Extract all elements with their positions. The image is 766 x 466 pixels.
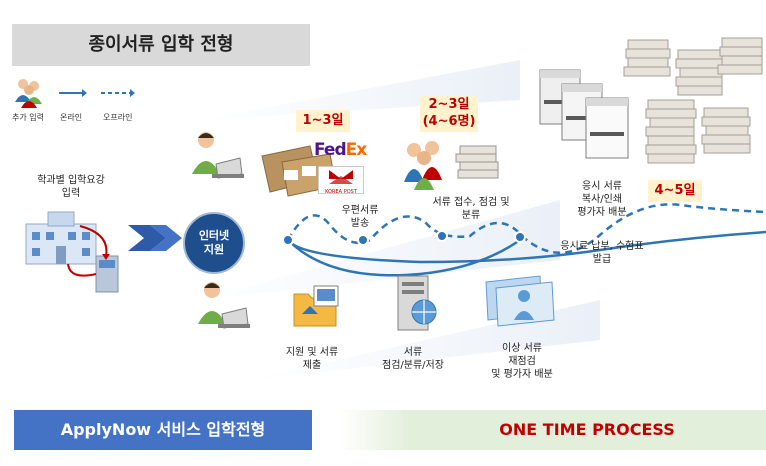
envelopes-icon <box>261 145 337 197</box>
flow-node-2 <box>357 234 369 246</box>
copy-distribute-label: 응시 서류 복사/인쇄 평가자 배분 <box>577 181 627 218</box>
dept-input-label: 학과별 입학요강 입력 <box>37 175 105 199</box>
postal-send-label: 우편서류 발송 <box>341 205 379 229</box>
anomaly-review-label: 이상 서류 재점검 및 평가자 배분 <box>491 343 553 380</box>
flow-node-4 <box>514 231 526 243</box>
duration-2-3-days: 2~3일 (4~6명) <box>420 96 478 132</box>
fedex-logo: FedEx <box>314 140 368 160</box>
folder-upload-icon <box>293 285 339 327</box>
legend-offline: 오프라인 <box>103 113 133 122</box>
legend-online-arrow <box>59 89 87 97</box>
footer-applynow-banner: ApplyNow 서비스 입학전형 <box>14 410 312 450</box>
apply-submit-label: 지원 및 서류 제출 <box>285 347 339 371</box>
staff-papers-icon <box>404 141 499 190</box>
fedex-fed-text: Fed <box>314 140 347 160</box>
internet-apply-label: 인터넷 지원 <box>198 229 230 256</box>
duration-1-3-days: 1~3일 <box>296 110 350 132</box>
korea-post-emblem-icon <box>329 170 353 184</box>
school-building-icon <box>25 211 119 293</box>
title-bar <box>12 24 310 66</box>
copier-paper-stacks-icon <box>539 37 763 164</box>
users-icon <box>15 79 42 108</box>
monitor-person-icon <box>485 275 555 327</box>
legend-offline-arrow <box>101 89 135 97</box>
internet-apply-node: 인터넷 지원 <box>183 212 245 274</box>
korea-post-text: KOREA POST <box>325 189 357 195</box>
flow-node-3 <box>436 230 448 242</box>
doc-receive-label: 서류 접수, 점검 및 분류 <box>432 197 510 221</box>
doc-store-label: 서류 점검/분류/저장 <box>382 347 444 371</box>
applicant-laptop-icon <box>192 132 244 179</box>
duration-4-5-days: 4~5일 <box>648 180 702 202</box>
legend-online: 온라인 <box>60 113 83 122</box>
server-globe-icon <box>397 275 437 331</box>
flow-node-1 <box>282 234 294 246</box>
applicant-laptop-icon-2 <box>198 282 250 329</box>
footer-one-time-process-banner: ONE TIME PROCESS <box>408 410 766 450</box>
legend-add-input: 추가 입력 <box>12 113 44 122</box>
fee-payment-label: 응시료 납부, 수험표 발급 <box>560 241 644 265</box>
fedex-ex-text: Ex <box>345 140 368 160</box>
korea-post-logo: KOREA POST <box>318 166 364 195</box>
footer-gradient <box>340 410 410 450</box>
page-title: 종이서류 입학 전형 <box>88 34 234 55</box>
